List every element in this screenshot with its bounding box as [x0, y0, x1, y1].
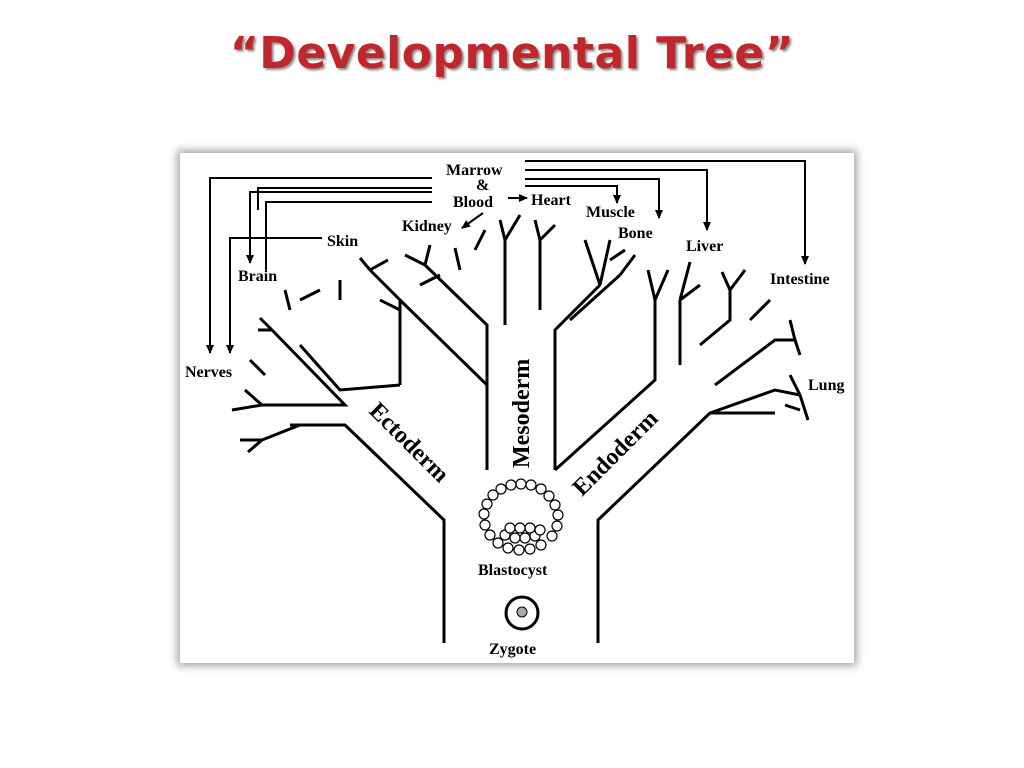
blastocyst-graphic: [478, 478, 564, 556]
label-mesoderm: Mesoderm: [509, 359, 535, 468]
label-ectoderm: Ectoderm: [364, 398, 454, 488]
label-zygote: Zygote: [489, 641, 536, 658]
diagram-frame: Marrow & Blood Heart Muscle Bone Kidney …: [180, 153, 854, 663]
label-nerves: Nerves: [185, 364, 232, 381]
label-liver: Liver: [686, 238, 723, 255]
ectoderm-branch-upper: [262, 328, 349, 407]
label-intestine: Intestine: [770, 271, 830, 288]
ectoderm-inner-2: [298, 344, 401, 392]
label-kidney: Kidney: [402, 218, 452, 235]
ectoderm-inner: [368, 268, 402, 385]
arrow-blood-kidney: [461, 212, 484, 229]
zygote-graphic: [504, 595, 540, 631]
arrow-marrow-liver: [525, 169, 711, 231]
arrow-skin-nerves: [226, 237, 322, 354]
mesoderm-left: [423, 263, 489, 470]
mesoderm-right-2: [568, 273, 622, 322]
label-heart: Heart: [531, 192, 572, 209]
arrow-marrow-skin: [257, 187, 432, 210]
mesoderm-right: [553, 283, 602, 470]
arrow-marrow-intestine: [525, 160, 809, 265]
arrow-marrow-bone: [525, 178, 663, 219]
label-marrow: Marrow: [446, 162, 503, 179]
label-blood: Blood: [453, 194, 493, 211]
label-bone: Bone: [618, 225, 653, 242]
slide-title: “Developmental Tree”: [229, 28, 795, 79]
label-endoderm: Endoderm: [568, 406, 664, 502]
connector-arrows: [206, 160, 809, 354]
label-brain: Brain: [238, 268, 277, 285]
ectoderm-branch-lower: [261, 423, 345, 442]
endoderm-mid: [699, 290, 732, 347]
endoderm-mid-2: [714, 338, 795, 387]
label-muscle: Muscle: [586, 204, 635, 221]
label-skin: Skin: [327, 233, 358, 250]
endoderm-lower: [709, 388, 801, 415]
label-blastocyst: Blastocyst: [478, 562, 548, 579]
arrow-marrow-muscle: [525, 185, 621, 204]
label-lung: Lung: [808, 377, 844, 394]
tree-outline: [231, 214, 810, 643]
endoderm-upper: [553, 300, 657, 472]
label-ampersand: &: [476, 177, 489, 194]
arrow-marrow-kidney-left: [265, 201, 432, 270]
arrow-marrow-brain: [246, 191, 432, 264]
tree-trunk-right: [596, 411, 775, 643]
arrow-marrow-nerves: [206, 177, 432, 354]
